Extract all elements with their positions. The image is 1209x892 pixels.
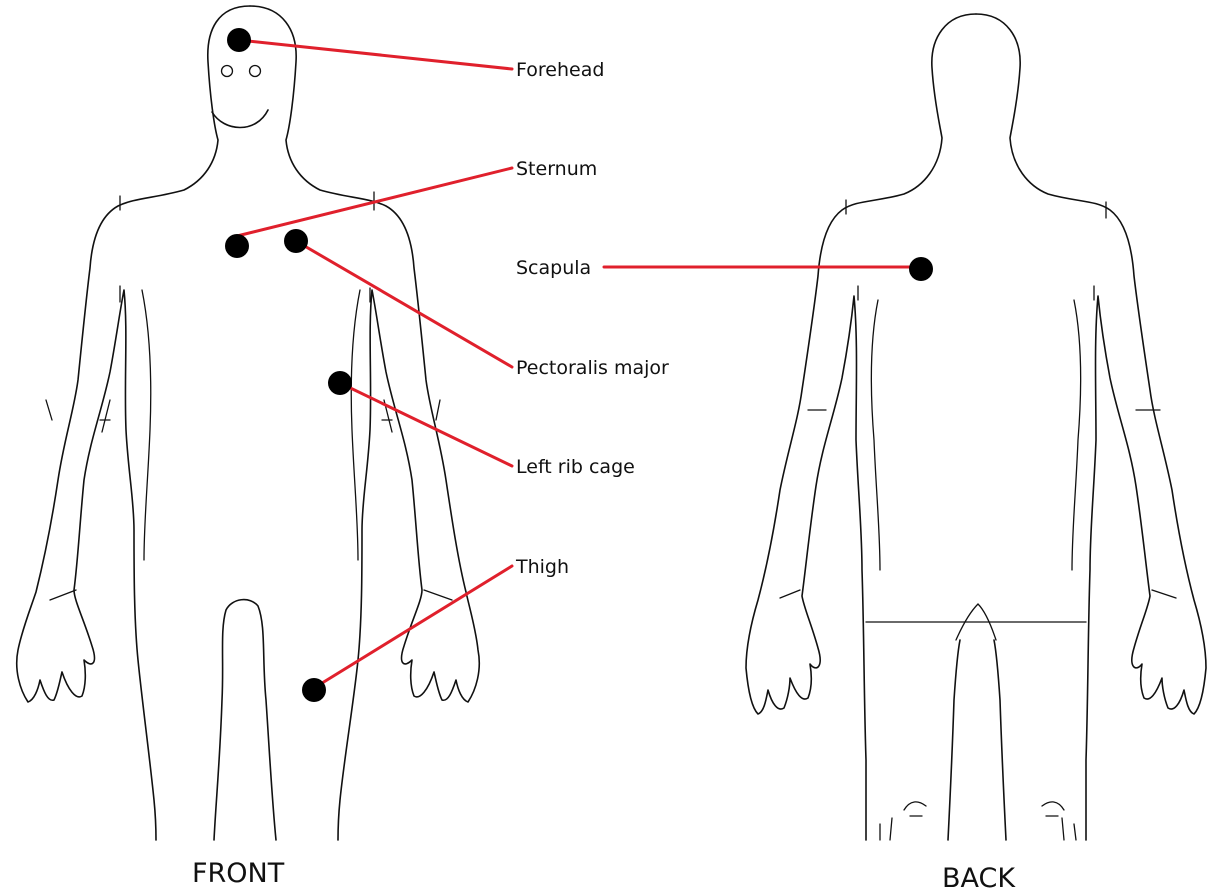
rib-marker: [328, 371, 352, 395]
front-body-figure: [17, 6, 480, 840]
sternum-leader: [237, 168, 512, 236]
scapula-marker: [909, 257, 933, 281]
front-caption: FRONT: [192, 858, 285, 889]
front-inner-legs: [214, 600, 276, 840]
view-captions: FRONT BACK: [192, 858, 1016, 892]
right-eye: [250, 66, 261, 77]
thigh-leader: [314, 566, 512, 688]
back-body-outline-left: [746, 14, 976, 840]
back-body-outline: [976, 14, 1206, 840]
forehead-marker: [227, 28, 251, 52]
pectoralis-marker: [284, 229, 308, 253]
smile: [212, 110, 268, 128]
forehead-label: Forehead: [516, 59, 604, 81]
pectoralis-label: Pectoralis major: [516, 357, 669, 379]
rib-label: Left rib cage: [516, 456, 635, 478]
front-body-outline: [250, 6, 479, 840]
forehead-leader: [239, 40, 512, 69]
sternum-marker: [225, 234, 249, 258]
left-eye: [222, 66, 233, 77]
site-labels: Forehead Sternum Scapula Pectoralis majo…: [515, 59, 669, 578]
rib-leader: [340, 383, 512, 466]
thigh-label: Thigh: [515, 556, 569, 578]
scapula-label: Scapula: [516, 257, 591, 279]
thigh-marker: [302, 678, 326, 702]
front-body-outline-left: [17, 6, 250, 840]
back-caption: BACK: [942, 863, 1016, 892]
back-body-figure: [746, 14, 1206, 840]
pectoralis-leader: [296, 241, 512, 367]
sternum-label: Sternum: [516, 158, 597, 180]
back-inner-legs: [948, 640, 1006, 840]
